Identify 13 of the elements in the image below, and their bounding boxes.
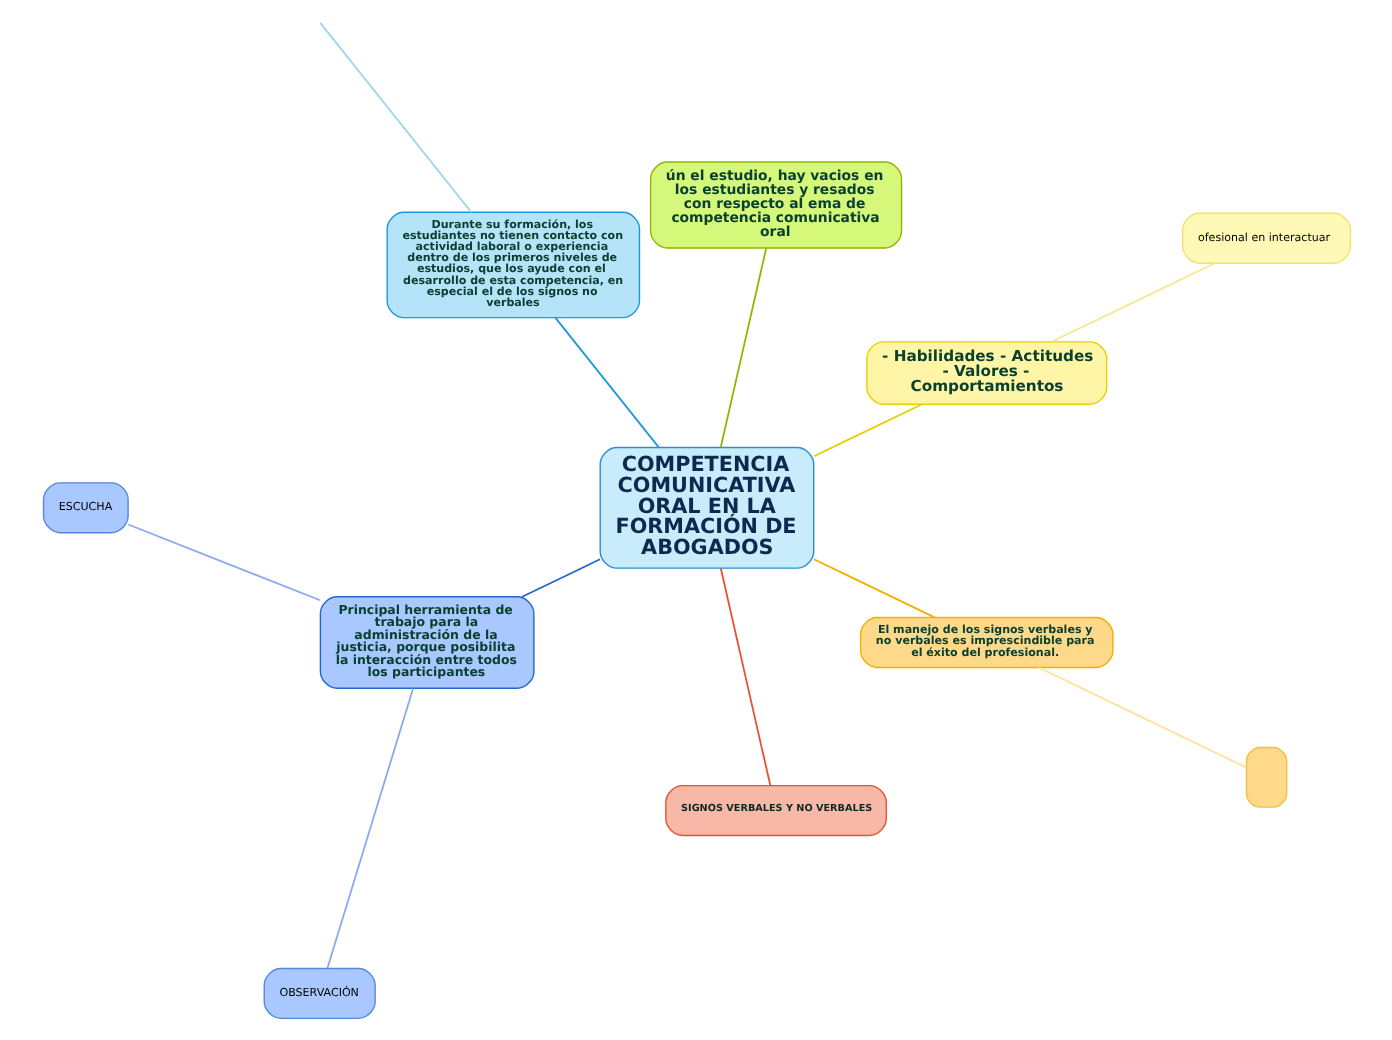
connector xyxy=(126,523,320,602)
connector xyxy=(553,316,659,449)
connector xyxy=(1049,262,1215,343)
connector xyxy=(718,567,771,787)
connector xyxy=(812,403,922,458)
connector xyxy=(1036,666,1247,769)
connector xyxy=(812,558,935,619)
node-box: COMPETENCIA COMUNICATIVA ORAL EN LA FORMACIÓN DE ABOGADOS xyxy=(598,446,814,569)
connector xyxy=(325,687,413,970)
node-box xyxy=(1244,746,1287,808)
connector xyxy=(520,558,600,598)
connector xyxy=(318,22,472,214)
connector xyxy=(718,247,767,449)
